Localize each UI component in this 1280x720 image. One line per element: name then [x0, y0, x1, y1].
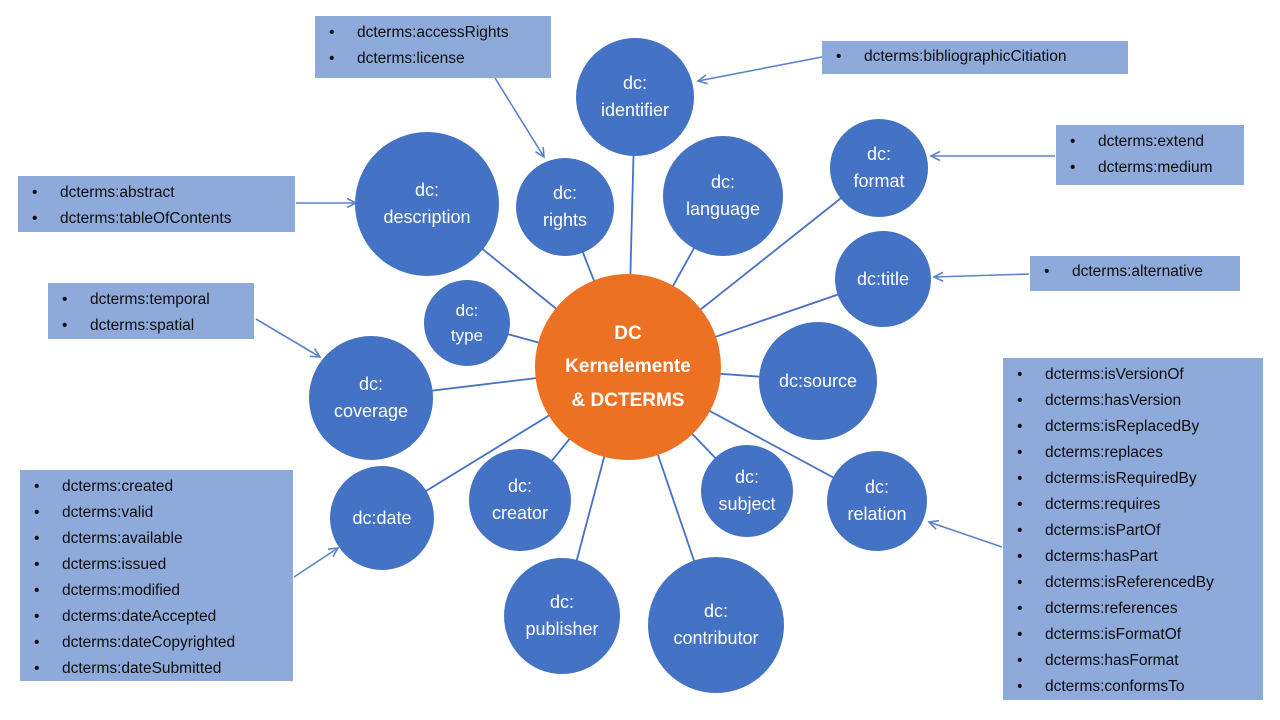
term-item: dcterms:extend: [1056, 129, 1240, 155]
node-dc-language-label: dc: language: [685, 172, 761, 219]
term-item: dcterms:bibliographicCitiation: [822, 44, 1124, 70]
terms-list-coverage: dcterms:temporaldcterms:spatial: [48, 283, 254, 339]
terms-box-rights: dcterms:accessRightsdcterms:license: [315, 16, 551, 78]
term-item: dcterms:isPartOf: [1003, 518, 1259, 544]
center-node-label: DC Kernelemente & DCTERMS: [565, 323, 691, 411]
term-item: dcterms:license: [315, 46, 547, 72]
term-item: dcterms:issued: [20, 552, 289, 578]
term-item: dcterms:isVersionOf: [1003, 362, 1259, 388]
node-dc-description: dc: description: [355, 132, 499, 276]
node-dc-format-label: dc: format: [853, 144, 905, 191]
terms-box-date: dcterms:createddcterms:validdcterms:avai…: [20, 470, 293, 682]
node-dc-coverage: dc: coverage: [309, 336, 433, 460]
node-dc-rights-label: dc: rights: [542, 183, 587, 230]
terms-list-rights: dcterms:accessRightsdcterms:license: [315, 16, 551, 72]
node-dc-language: dc: language: [663, 136, 783, 256]
term-item: dcterms:modified: [20, 578, 289, 604]
term-item: dcterms:dateSubmitted: [20, 656, 289, 682]
term-item: dcterms:available: [20, 526, 289, 552]
node-dc-subject-label: dc: subject: [718, 467, 776, 514]
box-arrows: [255, 56, 1055, 578]
terms-list-format: dcterms:extenddcterms:medium: [1056, 125, 1244, 181]
node-dc-format: dc: format: [830, 119, 928, 217]
node-dc-subject: dc: subject: [701, 445, 793, 537]
term-item: dcterms:isReplacedBy: [1003, 414, 1259, 440]
term-item: dcterms:alternative: [1030, 259, 1236, 285]
node-dc-type: dc: type: [424, 280, 510, 366]
node-dc-publisher: dc: publisher: [504, 558, 620, 674]
node-dc-identifier: dc: identifier: [576, 38, 694, 156]
terms-list-description: dcterms:abstractdcterms:tableOfContents: [18, 176, 295, 232]
terms-box-title: dcterms:alternative: [1030, 256, 1240, 291]
term-item: dcterms:dateAccepted: [20, 604, 289, 630]
node-dc-source: dc:source: [759, 322, 877, 440]
term-item: dcterms:isReferencedBy: [1003, 570, 1259, 596]
term-item: dcterms:references: [1003, 596, 1259, 622]
node-dc-contributor-label: dc: contributor: [673, 601, 759, 648]
terms-list-title: dcterms:alternative: [1030, 256, 1240, 285]
node-dc-contributor: dc: contributor: [648, 557, 784, 693]
term-item: dcterms:valid: [20, 500, 289, 526]
terms-box-description: dcterms:abstractdcterms:tableOfContents: [18, 176, 295, 232]
node-dc-date: dc:date: [330, 466, 434, 570]
node-dc-date-label: dc:date: [352, 507, 412, 528]
node-dc-coverage-label: dc: coverage: [333, 374, 409, 421]
term-item: dcterms:hasPart: [1003, 544, 1259, 570]
term-item: dcterms:dateCopyrighted: [20, 630, 289, 656]
term-item: dcterms:medium: [1056, 155, 1240, 181]
term-item: dcterms:accessRights: [315, 20, 547, 46]
node-dc-creator: dc: creator: [469, 449, 571, 551]
terms-box-identifier: dcterms:bibliographicCitiation: [822, 41, 1128, 74]
terms-list-date: dcterms:createddcterms:validdcterms:avai…: [20, 470, 293, 682]
node-dc-title: dc:title: [835, 231, 931, 327]
term-item: dcterms:temporal: [48, 287, 250, 313]
terms-box-format: dcterms:extenddcterms:medium: [1056, 125, 1244, 185]
node-dc-relation: dc: relation: [827, 451, 927, 551]
node-dc-source-label: dc:source: [778, 370, 858, 391]
terms-box-coverage: dcterms:temporaldcterms:spatial: [48, 283, 254, 339]
node-dc-description-label: dc: description: [383, 180, 471, 227]
term-item: dcterms:created: [20, 474, 289, 500]
term-item: dcterms:abstract: [18, 180, 291, 206]
term-item: dcterms:spatial: [48, 313, 250, 339]
term-item: dcterms:isFormatOf: [1003, 622, 1259, 648]
node-dc-identifier-label: dc: identifier: [600, 73, 670, 120]
term-item: dcterms:hasVersion: [1003, 388, 1259, 414]
node-dc-rights: dc: rights: [516, 158, 614, 256]
term-item: dcterms:requires: [1003, 492, 1259, 518]
node-dc-publisher-label: dc: publisher: [525, 592, 599, 639]
term-item: dcterms:replaces: [1003, 440, 1259, 466]
node-dc-relation-label: dc: relation: [847, 477, 907, 524]
term-item: dcterms:hasFormat: [1003, 648, 1259, 674]
terms-box-relation: dcterms:isVersionOfdcterms:hasVersiondct…: [1003, 358, 1263, 700]
terms-list-relation: dcterms:isVersionOfdcterms:hasVersiondct…: [1003, 358, 1263, 700]
center-node: DC Kernelemente & DCTERMS: [535, 274, 721, 460]
node-dc-type-label: dc: type: [450, 300, 484, 346]
term-item: dcterms:conformsTo: [1003, 674, 1259, 700]
node-dc-title-label: dc:title: [856, 268, 910, 289]
term-item: dcterms:isRequiredBy: [1003, 466, 1259, 492]
node-dc-creator-label: dc: creator: [491, 476, 549, 523]
terms-list-identifier: dcterms:bibliographicCitiation: [822, 41, 1128, 70]
term-item: dcterms:tableOfContents: [18, 206, 291, 232]
